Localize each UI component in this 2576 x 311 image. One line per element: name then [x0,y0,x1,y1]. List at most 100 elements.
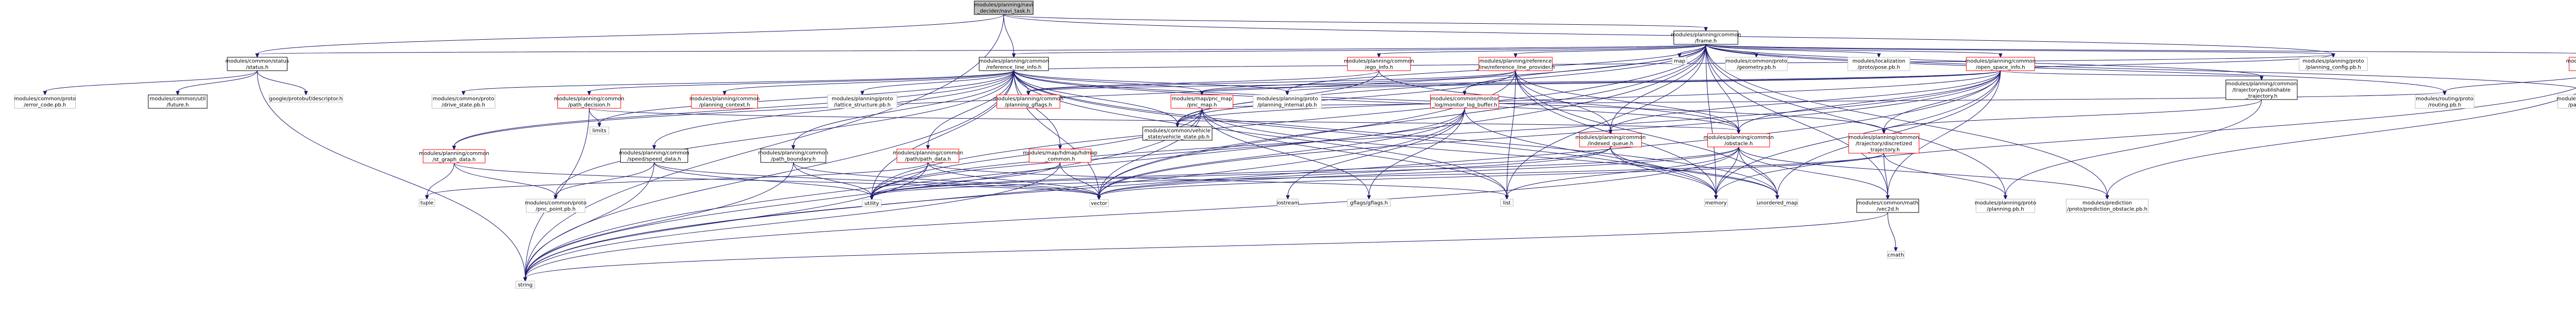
node-pathdata[interactable]: modules/planning/common/path/path_data.h [893,149,963,163]
node-utility[interactable]: utility [862,199,882,207]
node-label-line: modules/planning/common [1575,135,1646,141]
node-map[interactable]: map [1672,57,1687,65]
edge-line [524,212,1888,279]
node-label-line: modules/planning/proto [832,96,893,102]
node-posepb[interactable]: modules/localization/proto/pose.pb.h [1848,57,1910,71]
node-errcode[interactable]: modules/common/proto/error_code.pb.h [14,94,76,109]
node-label-line: _line/reference_line_provider.h [1476,65,1554,71]
edge-arrowhead [43,91,47,96]
node-hdmap[interactable]: modules/map/hdmap/hdmap_common.h [1023,149,1097,163]
node-box [1500,199,1514,207]
node-indexq[interactable]: modules/planning/common/indexed_queue.h [1575,133,1646,148]
node-box [1966,57,2035,71]
node-gdesc[interactable]: google/protobuf/descriptor.h [268,94,343,103]
node-box [1848,57,1910,71]
node-label-line: modules/common/util [150,96,206,102]
edge-layer [43,14,2576,282]
node-box [827,94,897,109]
edge-line [2000,70,2262,77]
edge-obstacle-to-vec2d [1738,146,1890,200]
node-frame[interactable]: modules/planning/common/frame.h [1671,30,1741,45]
edge-refinfo-to-pathdec [587,70,1014,96]
node-pathbound[interactable]: modules/planning/common/path_boundary.h [758,149,828,163]
node-ego[interactable]: modules/planning/common/ego_info.h [1344,57,1414,71]
node-plancfg[interactable]: modules/planning/proto/planning_config.p… [2299,57,2368,71]
node-pubtraj[interactable]: modules/planning/common/trajectory/publi… [2225,79,2298,100]
node-list[interactable]: list [1500,199,1514,207]
edge-line [1177,70,1516,124]
edge-line [871,162,928,197]
node-pncmap[interactable]: modules/map/pnc_map/pnc_map.h [1171,94,1233,109]
node-refinfo[interactable]: modules/planning/common/reference_line_i… [979,57,1049,71]
node-stgraph[interactable]: modules/planning/common/st_graph_data.h [419,149,489,163]
node-pathdec[interactable]: modules/planning/common/path_decision.h [554,94,624,109]
node-cstream[interactable]: iostream [1277,199,1299,207]
node-reflineprov[interactable]: modules/planning/reference_line/referenc… [1476,57,1555,71]
edge-line [1060,162,1099,197]
node-routingpb[interactable]: modules/routing/proto/routing.pb.h [2415,94,2475,109]
node-vector[interactable]: vector [1089,199,1109,207]
edge-line [1003,14,1014,55]
edge-line [1515,70,1739,131]
edge-arrowhead [1175,123,1180,128]
node-planinternal[interactable]: modules/planning/proto/planning_internal… [1252,94,1322,109]
edge-line [927,162,1099,197]
node-obstacle[interactable]: modules/planning/common/obstacle.h [1703,133,1774,148]
node-cmath[interactable]: cmath [1887,251,1905,259]
node-planningpb[interactable]: modules/planning/proto/planning.pb.h [1975,199,2036,213]
edge-arrowhead [722,91,727,96]
node-gflagsh[interactable]: gflags/gflags.h [1347,199,1391,207]
node-label-line: modules/planning/common [1965,59,2036,64]
node-memory[interactable]: memory [1704,199,1728,207]
node-tuple[interactable]: tuple [418,199,435,207]
edge-line [1464,108,1717,197]
node-limits[interactable]: limits [589,126,609,135]
node-padmsg[interactable]: modules/planning/proto/pad_msg.pb.h [2556,94,2576,109]
edge-line [1098,108,1465,197]
node-speeddata[interactable]: modules/planning/common/speed/speed_data… [619,149,689,163]
node-lattice[interactable]: modules/planning/proto/lattice_structure… [827,94,897,109]
edge-arrowhead [652,145,656,150]
node-gflags[interactable]: modules/planning/common/planning_gflags.… [993,94,1063,109]
node-box [1887,251,1905,259]
edge-arrowhead [1736,129,1741,135]
node-plancontext[interactable]: modules/planning/common/planning_context… [689,94,760,109]
node-label-line: /status.h [246,65,268,71]
edge-line [1177,70,2001,124]
edge-line [1013,70,1778,197]
edge-frame-to-posepb [1705,44,1881,58]
node-unmap[interactable]: unordered_map [1756,199,1798,207]
node-label-line: /future.h [166,103,189,108]
node-geompb[interactable]: modules/common/proto/geometry.pb.h [1725,57,1788,71]
edge-line [44,70,258,92]
node-root[interactable]: modules/planning/navi_decider/navi_task.… [974,1,1033,15]
edge-line [1884,153,2006,197]
edge-arrowhead [1998,53,2003,58]
node-pncpoint[interactable]: modules/common/proto/pnc_point.pb.h [525,199,586,213]
node-predpb[interactable]: modules/prediction/proto/prediction_obst… [2066,199,2149,213]
node-vehstate[interactable]: modules/common/vehicle_state/vehicle_sta… [1142,126,1213,141]
edge-line [1515,44,1706,55]
node-vec2d[interactable]: modules/common/math/vec2d.h [1856,199,1919,213]
node-label-line: /pnc_map.h [1187,103,1217,108]
node-openspace[interactable]: modules/planning/common/open_space_info.… [1965,57,2036,71]
node-string[interactable]: string [515,281,535,289]
node-discrtraj[interactable]: modules/planning/common/trajectory/discr… [1848,133,1920,154]
edge-frame-to-reflineprov [1513,44,1706,58]
node-monitor[interactable]: modules/common/monitor_log/monitor_log_b… [1430,94,1499,109]
node-label-line: /trajectory/discretized [1856,141,1912,147]
edge-arrowhead [452,145,456,151]
edge-line [1705,44,2445,92]
edge-pathdata-to-tuple [425,162,928,200]
node-label-line: modules/planning/common [2566,59,2576,64]
edge-line [427,162,928,197]
node-drive[interactable]: modules/common/proto/drive_state.pb.h [431,94,496,109]
node-future[interactable]: modules/common/util/future.h [148,94,208,109]
edge-arrowhead [1513,53,1518,58]
node-box [896,149,959,163]
edge-arrowhead [1877,53,1881,58]
node-localview[interactable]: modules/planning/common/local_view.h [2566,57,2576,71]
edge-stgraph-to-tuple [425,162,454,200]
edge-line [1738,70,2001,131]
node-status[interactable]: modules/common/status/status.h [225,57,289,71]
